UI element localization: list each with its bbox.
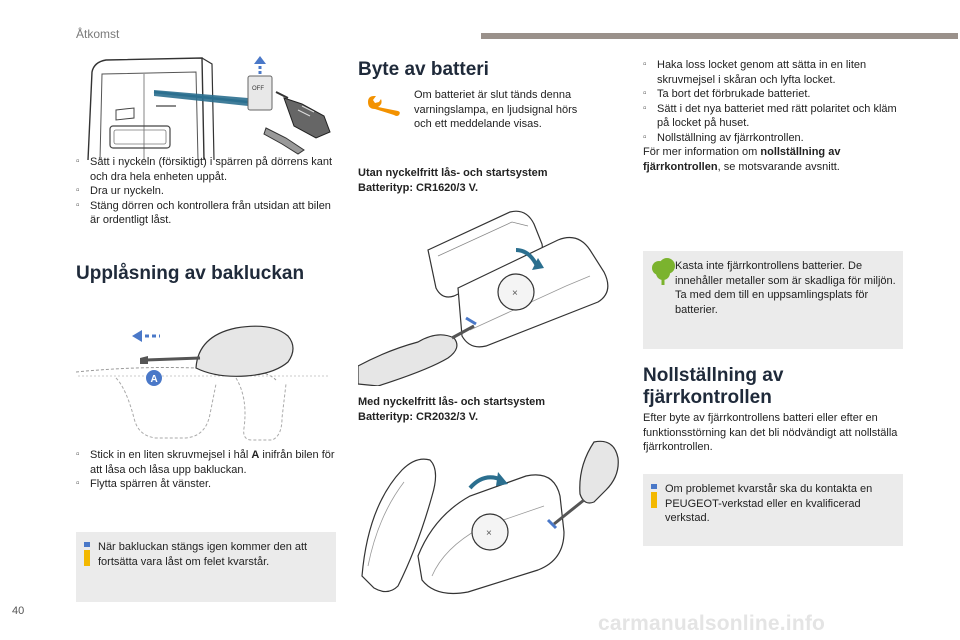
list-item: ▫Nollställning av fjärrkontrollen.: [643, 131, 804, 144]
more-info-text: För mer information om nollställning av …: [643, 146, 841, 173]
bullet-arrow-icon: ▫: [643, 88, 647, 99]
bullet-arrow-icon: ▫: [643, 102, 647, 114]
svg-text:×: ×: [486, 528, 492, 539]
reset-note-box: Om problemet kvarstår ska du kontakta en…: [643, 474, 903, 546]
eco-tree-icon: [652, 258, 675, 285]
variant-1-heading: Utan nyckelfritt lås- och startsystem Ba…: [358, 167, 548, 194]
key-steps-list: ▫Sätt i nyckeln (försiktigt) i spärren p…: [76, 155, 338, 228]
info-icon: [651, 484, 657, 508]
section-label: Åtkomst: [76, 27, 120, 41]
battery-steps-list: ▫Haka loss locket genom att sätta in en …: [643, 58, 905, 145]
list-item: ▫Flytta spärren åt vänster.: [76, 478, 212, 490]
keyless-remote-figure: ×: [361, 440, 619, 595]
bullet-arrow-icon: ▫: [76, 478, 80, 489]
bullet-arrow-icon: ▫: [643, 131, 647, 143]
eco-note-text: Kasta inte fjärrkontrollens batterier. D…: [675, 260, 896, 316]
list-item: ▫Stäng dörren och kontrollera från utsid…: [76, 199, 331, 227]
tailgate-unlock-figure: A: [76, 325, 330, 441]
header-bar: [481, 33, 958, 39]
page-number: 40: [12, 605, 25, 617]
list-item: ▫Haka loss locket genom att sätta in en …: [643, 59, 867, 86]
info-icon: [84, 542, 90, 566]
list-item: ▫Stick in en liten skruvmejsel i hål A i…: [76, 449, 335, 476]
bullet-arrow-icon: ▫: [643, 59, 647, 70]
reset-title: Nollställning av fjärrkontrollen: [643, 365, 784, 408]
reset-note-text: Om problemet kvarstår ska du kontakta en…: [665, 483, 873, 524]
off-label: OFF: [252, 86, 264, 92]
variant-2-heading: Med nyckelfritt lås- och startsystem Bat…: [358, 396, 546, 423]
van-key-figure: OFF: [87, 56, 331, 160]
list-item: ▫Ta bort det förbrukade batteriet.: [643, 88, 811, 100]
hole-a-label: A: [151, 374, 158, 385]
reset-text: Efter byte av fjärrkontrollens batteri e…: [643, 412, 898, 453]
warning-text: Om batteriet är slut tänds denna varning…: [414, 89, 578, 130]
battery-title: Byte av batteri: [358, 59, 489, 80]
watermark: carmanualsonline.info: [598, 612, 826, 635]
bullet-arrow-icon: ▫: [76, 185, 80, 196]
bullet-arrow-icon: ▫: [76, 449, 80, 460]
unlock-title: Upplåsning av bakluckan: [76, 263, 305, 284]
list-item: ▫Sätt i nyckeln (försiktigt) i spärren p…: [76, 156, 333, 183]
list-item: ▫Sätt i det nya batteriet med rätt polar…: [643, 102, 897, 130]
folding-key-figure: ×: [358, 210, 609, 386]
bullet-arrow-icon: ▫: [76, 156, 80, 167]
unlock-steps-list: ▫Stick in en liten skruvmejsel i hål A i…: [76, 448, 338, 492]
list-item: ▫Dra ur nyckeln.: [76, 185, 164, 197]
bullet-arrow-icon: ▫: [76, 199, 80, 211]
svg-text:×: ×: [512, 288, 518, 299]
eco-note-box: Kasta inte fjärrkontrollens batterier. D…: [643, 251, 903, 349]
wrench-warning-icon: [368, 96, 400, 116]
tailgate-note-box: När bakluckan stängs igen kommer den att…: [76, 532, 336, 602]
tailgate-note-text: När bakluckan stängs igen kommer den att…: [98, 541, 308, 568]
